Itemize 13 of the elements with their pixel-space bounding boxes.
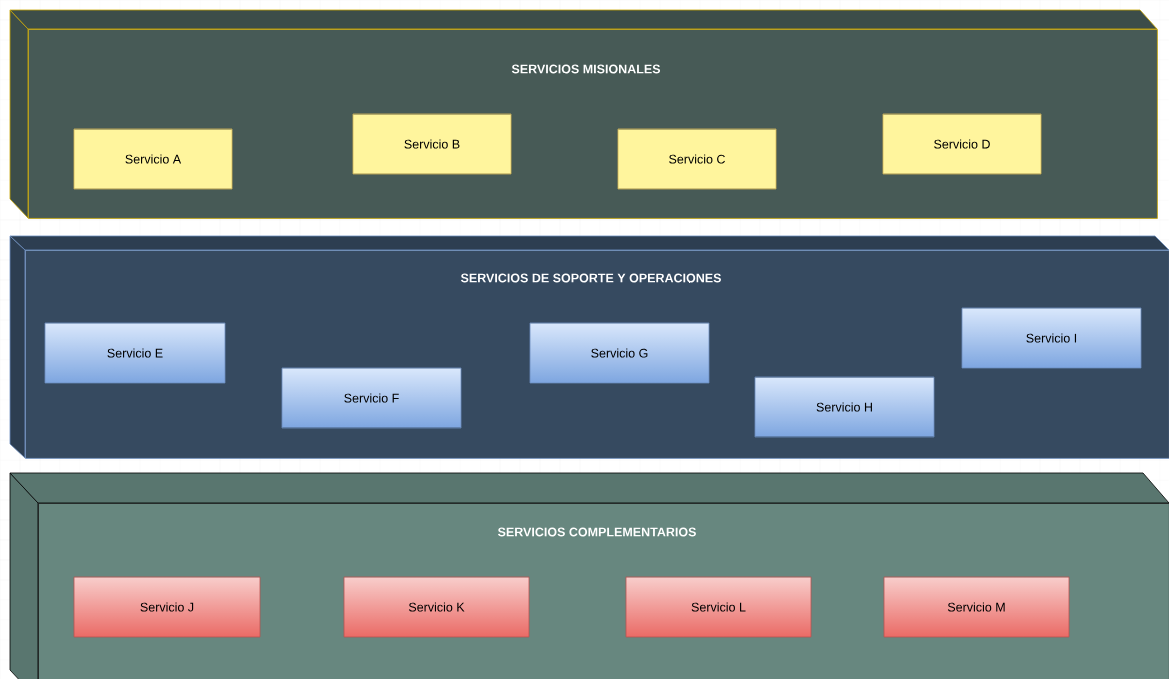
service-box: Servicio E	[44, 322, 226, 384]
service-box: Servicio A	[73, 128, 233, 190]
service-box: Servicio L	[625, 576, 812, 638]
service-box: Servicio C	[617, 128, 777, 190]
service-box: Servicio B	[352, 113, 512, 175]
service-box: Servicio J	[73, 576, 261, 638]
service-box: Servicio I	[961, 307, 1142, 369]
service-box: Servicio D	[882, 113, 1042, 175]
service-box: Servicio H	[754, 376, 935, 438]
service-box: Servicio F	[281, 367, 462, 429]
service-box: Servicio K	[343, 576, 530, 638]
service-box: Servicio M	[883, 576, 1070, 638]
service-box: Servicio G	[529, 322, 710, 384]
